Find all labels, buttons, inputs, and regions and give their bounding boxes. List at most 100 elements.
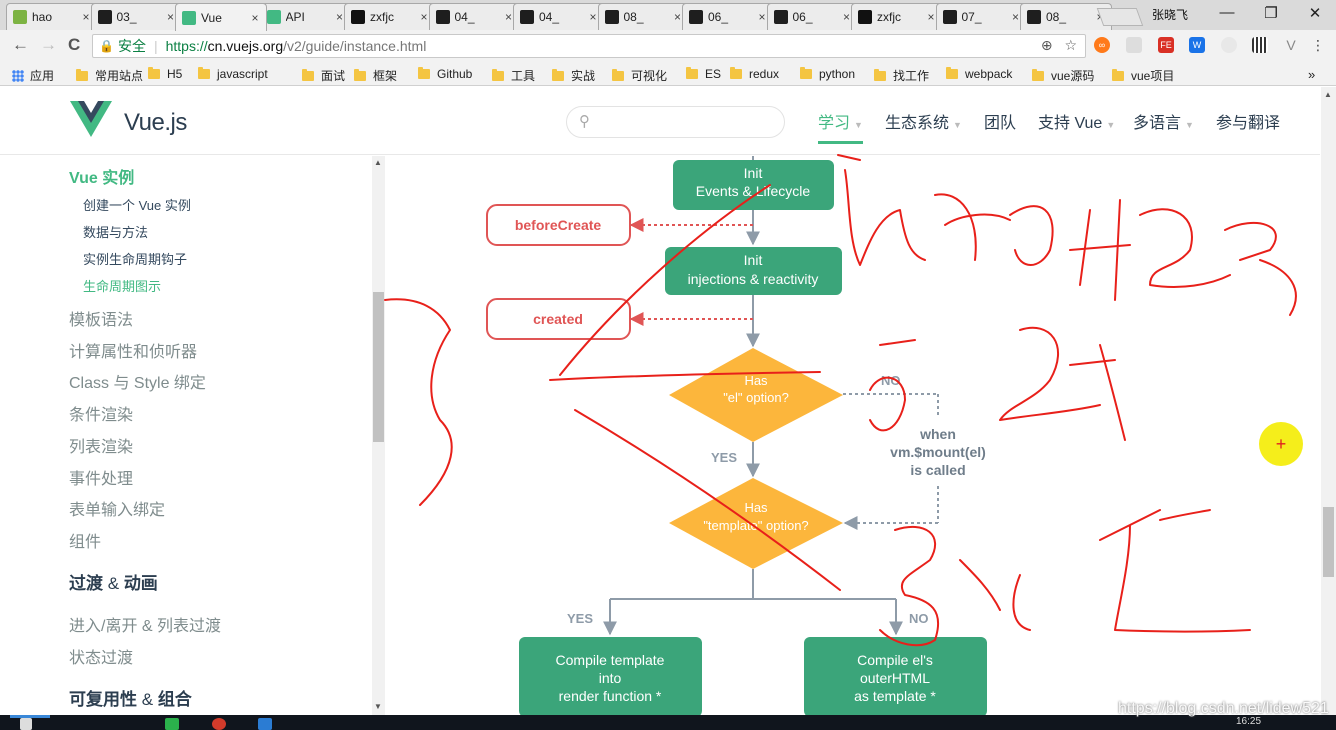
bookmark-apps[interactable]: 应用 — [12, 67, 54, 84]
back-button[interactable]: ← — [12, 35, 29, 54]
extension-qr-icon[interactable] — [1252, 37, 1268, 53]
sidebar-link[interactable]: 表单输入绑定 — [69, 502, 166, 520]
bookmarks-overflow-button[interactable]: » — [1308, 67, 1316, 82]
scroll-down-arrow-icon[interactable]: ▼ — [374, 702, 382, 711]
forward-button[interactable]: → — [40, 35, 57, 54]
tab-close-icon[interactable]: × — [1011, 10, 1019, 24]
tab-title: 04_ — [454, 10, 475, 24]
minimize-button[interactable]: — — [1219, 4, 1235, 21]
tab-close-icon[interactable]: × — [251, 10, 259, 25]
browser-tab[interactable]: 03_× — [90, 3, 183, 30]
sidebar-subitem[interactable]: 创建一个 Vue 实例 — [83, 198, 191, 213]
url-bar[interactable]: 🔒 安全 | https:// cn.vuejs.org /v2/guide/i… — [92, 34, 1086, 58]
browser-tab[interactable]: zxfjc× — [851, 3, 943, 30]
bookmark-folder[interactable]: javascript — [198, 67, 268, 81]
site-nav-item[interactable]: 学习▼ — [818, 109, 863, 144]
site-nav-item[interactable]: 参与翻译 — [1216, 109, 1280, 133]
sidebar-scrollbar[interactable]: ▲ ▼ — [372, 156, 385, 715]
vue-logo-icon[interactable] — [70, 101, 112, 139]
bookmark-folder[interactable]: webpack — [946, 67, 1012, 81]
bookmark-folder[interactable]: ES — [686, 67, 721, 81]
menu-dots-icon[interactable]: ⋮ — [1311, 37, 1325, 53]
site-nav-item[interactable]: 多语言▼ — [1133, 109, 1194, 133]
group-label-a: 可复用性 — [69, 690, 137, 709]
sidebar-link[interactable]: 事件处理 — [69, 470, 134, 488]
sidebar-link[interactable]: 条件渲染 — [69, 407, 134, 425]
sidebar-subitem[interactable]: 实例生命周期钩子 — [83, 252, 188, 267]
browser-tab[interactable]: 08_× — [1020, 3, 1112, 30]
extension-fe-icon[interactable]: FE — [1158, 37, 1174, 53]
tab-close-icon[interactable]: × — [166, 10, 174, 24]
bookmark-label: 工具 — [511, 69, 536, 83]
bookmark-label: webpack — [965, 67, 1013, 81]
sidebar-section-vue-instance[interactable]: Vue 实例 — [69, 170, 135, 187]
browser-tab[interactable]: 06_× — [682, 3, 774, 30]
zoom-icon[interactable]: ⊕ — [1040, 37, 1053, 53]
scroll-up-arrow-icon[interactable]: ▲ — [374, 158, 382, 167]
page-scrollbar[interactable]: ▲ — [1321, 87, 1336, 715]
extension-w-icon[interactable]: W — [1189, 37, 1205, 53]
tab-close-icon[interactable]: × — [927, 10, 935, 24]
tab-close-icon[interactable]: × — [673, 10, 681, 24]
tab-close-icon[interactable]: × — [758, 10, 766, 24]
restore-button[interactable]: ❐ — [1264, 5, 1278, 22]
tab-close-icon[interactable]: × — [842, 10, 850, 24]
sidebar-link[interactable]: Class 与 Style 绑定 — [69, 375, 206, 393]
close-window-button[interactable]: ✕ — [1308, 5, 1322, 22]
site-nav-item[interactable]: 支持 Vue▼ — [1038, 109, 1115, 133]
bookmark-folder[interactable]: redux — [730, 67, 779, 81]
bookmark-folder[interactable]: vue源码 — [1032, 67, 1094, 84]
sidebar-link[interactable]: 模板语法 — [69, 312, 134, 329]
bookmark-folder[interactable]: vue项目 — [1112, 67, 1174, 84]
extension-infinity-icon[interactable]: ∞ — [1094, 37, 1110, 53]
browser-tab[interactable]: 04_× — [513, 3, 605, 30]
bookmark-folder[interactable]: 找工作 — [874, 67, 929, 84]
bookmark-folder[interactable]: python — [800, 67, 855, 81]
taskbar-app-icon[interactable] — [258, 718, 272, 730]
bookmark-star-icon[interactable]: ☆ — [1064, 37, 1077, 53]
bookmark-folder[interactable]: Github — [418, 67, 472, 81]
browser-tab[interactable]: Vue× — [175, 3, 267, 31]
start-icon[interactable] — [20, 718, 32, 730]
bookmark-folder[interactable]: 框架 — [354, 67, 397, 84]
browser-tab[interactable]: zxfjc× — [344, 3, 436, 30]
group-label-amp: & — [107, 574, 120, 593]
url-path: /v2/guide/instance.html — [283, 38, 427, 54]
sidebar-scroll-thumb[interactable] — [373, 292, 384, 442]
sidebar-link[interactable]: 计算属性和侦听器 — [69, 343, 198, 361]
taskbar-chrome-icon[interactable] — [212, 718, 226, 730]
bookmark-folder[interactable]: 可视化 — [612, 67, 667, 84]
bookmark-folder[interactable]: H5 — [148, 67, 182, 81]
site-logo-text[interactable]: Vue.js — [124, 109, 187, 136]
page-scroll-thumb[interactable] — [1323, 507, 1334, 577]
sidebar-subitem[interactable]: 生命周期图示 — [83, 279, 162, 294]
bookmark-folder[interactable]: 实战 — [552, 67, 595, 84]
scroll-up-arrow-icon[interactable]: ▲ — [1324, 90, 1332, 99]
bookmark-folder[interactable]: 常用站点 — [76, 67, 143, 84]
browser-tab[interactable]: 06_× — [766, 3, 859, 30]
sidebar-link[interactable]: 组件 — [69, 533, 102, 551]
extension-circle-icon[interactable] — [1221, 37, 1237, 53]
extension-v-icon[interactable]: V — [1286, 37, 1296, 53]
bookmark-folder[interactable]: 面试 — [302, 67, 345, 84]
taskbar-app-icon[interactable] — [165, 718, 179, 730]
extension-grey-icon[interactable] — [1126, 37, 1142, 53]
tab-close-icon[interactable]: × — [335, 10, 343, 24]
profile-name[interactable]: 张晓飞 — [1152, 8, 1189, 22]
browser-tab[interactable]: API× — [259, 3, 352, 30]
browser-tab[interactable]: 07_× — [935, 3, 1028, 30]
sidebar-link[interactable]: 进入/离开 & 列表过渡 — [69, 618, 222, 635]
tab-close-icon[interactable]: × — [82, 10, 90, 24]
site-nav-item[interactable]: 生态系统▼ — [885, 109, 962, 133]
bookmark-folder[interactable]: 工具 — [492, 67, 535, 84]
browser-tab[interactable]: hao× — [6, 3, 98, 30]
site-search-input[interactable]: ⚲ — [566, 106, 785, 138]
tab-close-icon[interactable]: × — [589, 10, 597, 24]
reload-button[interactable]: C — [68, 35, 81, 54]
tab-close-icon[interactable]: × — [420, 10, 428, 24]
sidebar-subitem[interactable]: 数据与方法 — [83, 225, 149, 240]
site-nav-item[interactable]: 团队 — [984, 109, 1016, 133]
sidebar-link[interactable]: 状态过渡 — [69, 650, 134, 667]
sidebar-link[interactable]: 列表渲染 — [69, 438, 134, 456]
tab-close-icon[interactable]: × — [504, 10, 512, 24]
